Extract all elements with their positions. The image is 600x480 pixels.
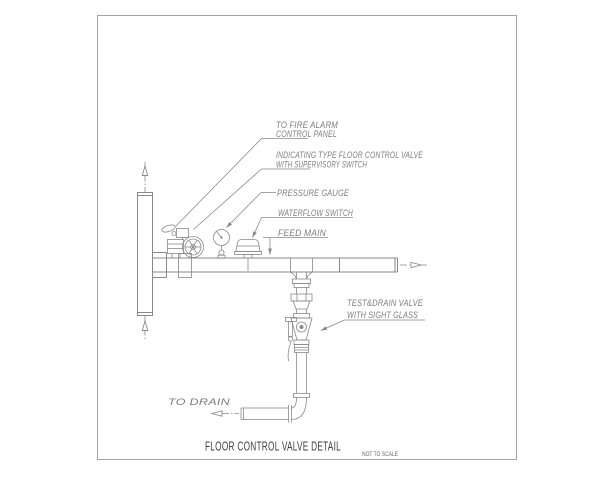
waterflow-switch-icon — [234, 239, 262, 271]
label-fire-alarm-line2: CONTROL PANEL — [276, 129, 337, 139]
flow-arrow-right-icon — [410, 261, 423, 269]
handwheel-icon — [182, 236, 204, 258]
feed-main-pipe — [152, 257, 427, 273]
label-control-valve-line2: WITH SUPERVISORY SWITCH — [276, 160, 367, 170]
leader-lines — [175, 138, 425, 331]
leader-pressure-gauge — [226, 192, 262, 228]
label-control-valve-line1: INDICATING TYPE FLOOR CONTROL VALVE — [276, 150, 424, 160]
callout-labels: TO FIRE ALARM CONTROL PANEL INDICATING T… — [168, 120, 424, 407]
label-feed-main: FEED MAIN — [278, 228, 326, 238]
flow-arrow-up-icon — [141, 319, 149, 331]
label-test-drain-line2: WITH SIGHT GLASS — [347, 310, 418, 320]
union-nut — [290, 293, 313, 302]
pressure-gauge-icon — [213, 229, 230, 259]
riser-pipe — [137, 162, 167, 340]
label-to-drain: TO DRAIN — [168, 397, 230, 407]
drawing-border — [97, 15, 517, 460]
supervisory-switch-icon — [161, 224, 189, 240]
label-pressure-gauge: PRESSURE GAUGE — [277, 188, 350, 198]
leader-fire-alarm — [175, 138, 308, 227]
flow-arrow-up-icon — [141, 164, 149, 176]
scale-note: NOT TO SCALE — [362, 452, 398, 458]
drawing-title: FLOOR CONTROL VALVE DETAIL — [205, 439, 341, 454]
gear-housing — [167, 239, 184, 254]
floor-control-valve — [161, 224, 204, 278]
drain-pipe — [210, 397, 307, 423]
flow-arrow-left-icon — [210, 410, 223, 417]
test-and-drain-assembly — [285, 258, 314, 398]
title-block: FLOOR CONTROL VALVE DETAIL NOT TO SCALE — [205, 439, 398, 459]
sight-glass-icon — [296, 321, 307, 333]
label-test-drain-line1: TEST&DRAIN VALVE — [347, 298, 424, 308]
leader-control-valve — [193, 168, 310, 230]
test-drain-valve-icon — [285, 317, 313, 362]
leader-test-drain — [320, 319, 345, 331]
label-fire-alarm-line1: TO FIRE ALARM — [276, 120, 338, 130]
label-waterflow-switch: WATERFLOW SWITCH — [278, 208, 353, 218]
leader-waterflow-switch — [252, 217, 262, 238]
